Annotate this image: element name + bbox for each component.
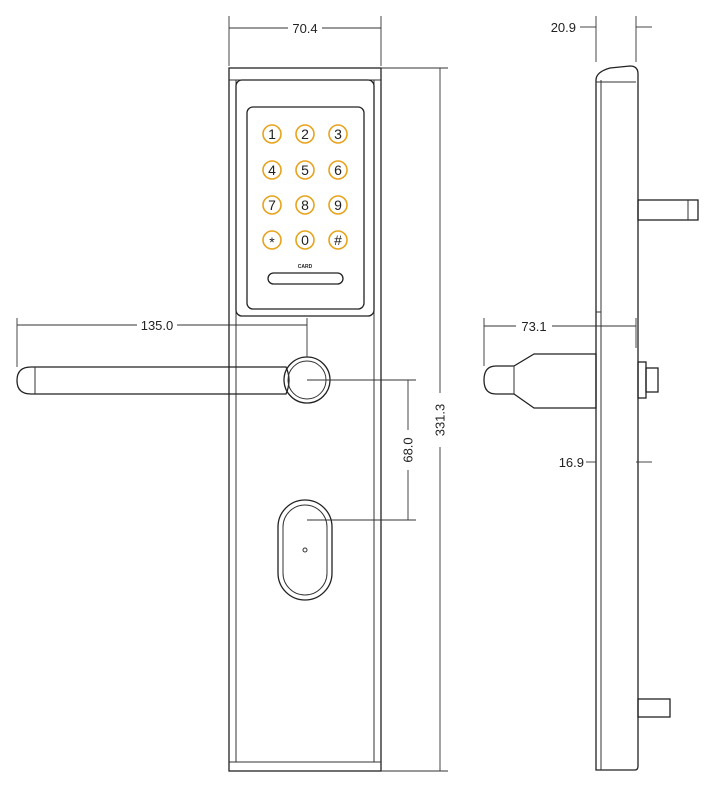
key-label: # bbox=[334, 232, 342, 248]
width-dimension: 70.4 bbox=[292, 21, 317, 36]
key-5: 5 bbox=[295, 160, 315, 180]
side-upper-bolt bbox=[637, 199, 699, 221]
key-ring bbox=[328, 195, 348, 215]
key-ring bbox=[328, 160, 348, 180]
front-handle-lever bbox=[16, 366, 290, 395]
key-9: 9 bbox=[328, 195, 348, 215]
height-dimension: 331.3 bbox=[433, 404, 448, 437]
front-plate bbox=[228, 67, 382, 772]
key-label: 1 bbox=[268, 126, 276, 142]
card-slot bbox=[267, 272, 344, 285]
side-lower-bolt bbox=[637, 698, 671, 718]
side-spindle-housing bbox=[637, 361, 647, 399]
key-ring bbox=[295, 124, 315, 144]
side-spindle bbox=[645, 367, 659, 393]
key-label: 9 bbox=[334, 197, 342, 213]
side-handle bbox=[483, 353, 597, 409]
side-depth-body-dimension: 16.9 bbox=[559, 455, 584, 470]
front-dimensions: 70.4 331.3 135.0 68.0 bbox=[16, 16, 448, 772]
key-ring bbox=[295, 230, 315, 250]
key-ring bbox=[328, 230, 348, 250]
side-plate bbox=[595, 65, 639, 771]
key-label: 8 bbox=[301, 197, 309, 213]
cylinder-cover bbox=[277, 499, 333, 601]
key-7: 7 bbox=[262, 195, 282, 215]
key-label: * bbox=[269, 234, 275, 250]
handle-length-dimension: 135.0 bbox=[141, 318, 174, 333]
front-view: 1 2 3 4 5 6 7 8 bbox=[16, 67, 382, 772]
key-hash: # bbox=[328, 230, 348, 250]
key-ring bbox=[262, 124, 282, 144]
key-ring bbox=[262, 230, 282, 250]
key-label: 6 bbox=[334, 162, 342, 178]
key-8: 8 bbox=[295, 195, 315, 215]
card-label: CARD bbox=[298, 264, 313, 270]
key-star: * bbox=[262, 230, 282, 250]
key-label: 5 bbox=[301, 162, 309, 178]
key-label: 2 bbox=[301, 126, 309, 142]
key-4: 4 bbox=[262, 160, 282, 180]
key-2: 2 bbox=[295, 124, 315, 144]
keypad-panel bbox=[246, 106, 365, 310]
side-view bbox=[483, 65, 699, 771]
key-label: 4 bbox=[268, 162, 276, 178]
side-dimensions: 20.9 73.1 16.9 bbox=[483, 16, 652, 470]
key-label: 0 bbox=[301, 232, 309, 248]
handle-to-cylinder-dimension: 68.0 bbox=[401, 437, 416, 462]
side-depth-top-dimension: 20.9 bbox=[551, 20, 576, 35]
key-0: 0 bbox=[295, 230, 315, 250]
key-1: 1 bbox=[262, 124, 282, 144]
key-label: 7 bbox=[268, 197, 276, 213]
keypad-housing bbox=[235, 79, 375, 317]
cylinder-pin bbox=[302, 547, 308, 553]
key-ring bbox=[262, 195, 282, 215]
key-ring bbox=[295, 195, 315, 215]
key-3: 3 bbox=[328, 124, 348, 144]
key-label: 3 bbox=[334, 126, 342, 142]
key-ring bbox=[295, 160, 315, 180]
key-ring bbox=[262, 160, 282, 180]
cylinder-cover-inner bbox=[282, 504, 328, 596]
key-6: 6 bbox=[328, 160, 348, 180]
key-ring bbox=[328, 124, 348, 144]
side-handle-projection-dimension: 73.1 bbox=[521, 319, 546, 334]
